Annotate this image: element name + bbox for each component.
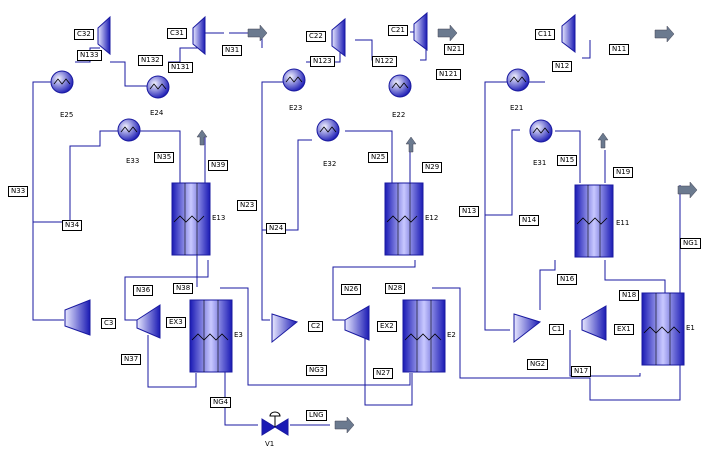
tag-E1: E1 <box>686 324 695 332</box>
label-N25: N25 <box>368 152 389 163</box>
label-N19: N19 <box>613 167 634 178</box>
label-N24: N24 <box>266 223 287 234</box>
tag-E25: E25 <box>60 111 74 119</box>
tag-E2: E2 <box>447 331 456 339</box>
label-N39: N39 <box>208 160 229 171</box>
label-N122: N122 <box>372 56 397 67</box>
tag-E33: E33 <box>126 157 140 165</box>
label-N36: N36 <box>133 285 154 296</box>
label-N21: N21 <box>444 44 465 55</box>
label-N23: N23 <box>237 200 258 211</box>
label-N133: N133 <box>77 50 102 61</box>
label-C32: C32 <box>74 29 94 40</box>
tag-E31: E31 <box>533 159 547 167</box>
cooler-E25 <box>50 70 74 94</box>
compressor-C2 <box>271 313 299 344</box>
label-N11: N11 <box>609 44 630 55</box>
tag-E11: E11 <box>616 219 630 227</box>
hx-E2 <box>402 299 446 373</box>
hx-E1 <box>641 292 685 366</box>
label-C22: C22 <box>306 31 326 42</box>
label-NG1: NG1 <box>680 238 702 249</box>
hx-E3 <box>189 299 233 373</box>
label-C31: C31 <box>167 28 187 39</box>
cooler-E24 <box>146 75 170 99</box>
compressor-C31 <box>192 15 206 56</box>
cooler-E31 <box>529 119 553 143</box>
tag-E32: E32 <box>323 160 337 168</box>
hx-E13 <box>171 182 211 256</box>
label-N13: N13 <box>459 206 480 217</box>
label-N18: N18 <box>619 290 640 301</box>
tag-E22: E22 <box>392 111 406 119</box>
label-EX2: EX2 <box>377 321 397 332</box>
label-LNG: LNG <box>306 410 327 421</box>
tag-E13: E13 <box>212 214 226 222</box>
label-N29: N29 <box>422 162 443 173</box>
label-EX3: EX3 <box>166 317 186 328</box>
compressor-C1 <box>513 313 542 344</box>
label-N37: N37 <box>121 354 142 365</box>
expander-EX2 <box>344 305 370 341</box>
label-N35: N35 <box>154 152 175 163</box>
compressor-C3 <box>64 299 91 336</box>
label-NG3: NG3 <box>306 365 328 376</box>
label-N131: N131 <box>168 62 193 73</box>
label-N28: N28 <box>385 283 406 294</box>
hx-E12 <box>384 182 424 256</box>
label-N14: N14 <box>519 215 540 226</box>
expander-EX1 <box>581 305 607 341</box>
label-N123: N123 <box>310 56 335 67</box>
label-N121: N121 <box>436 69 461 80</box>
compressor-C21 <box>413 11 428 52</box>
cooler-E21 <box>506 68 530 92</box>
label-N132: N132 <box>138 55 163 66</box>
tag-E12: E12 <box>425 214 439 222</box>
label-N27: N27 <box>373 368 394 379</box>
inlet-arrows <box>196 24 698 434</box>
cooler-E22 <box>388 74 412 98</box>
label-N26: N26 <box>341 284 362 295</box>
label-N33: N33 <box>8 186 29 197</box>
tag-E24: E24 <box>150 109 164 117</box>
label-C21: C21 <box>388 25 408 36</box>
hx-E11 <box>574 184 614 258</box>
label-C2: C2 <box>308 321 324 332</box>
label-N31: N31 <box>222 45 243 56</box>
compressor-C32 <box>97 15 111 56</box>
cooler-E32 <box>316 118 340 142</box>
label-C3: C3 <box>101 318 117 329</box>
tag-E3: E3 <box>234 331 243 339</box>
label-N38: N38 <box>173 283 194 294</box>
label-N34: N34 <box>62 220 83 231</box>
label-N17: N17 <box>571 366 592 377</box>
tag-E23: E23 <box>289 104 303 112</box>
label-EX1: EX1 <box>614 324 634 335</box>
label-NG4: NG4 <box>210 397 232 408</box>
label-N16: N16 <box>557 274 578 285</box>
compressor-C22 <box>331 17 346 58</box>
compressor-C11 <box>561 13 576 54</box>
label-N12: N12 <box>552 61 573 72</box>
cooler-E33 <box>117 118 141 142</box>
label-N15: N15 <box>557 155 578 166</box>
tag-E21: E21 <box>510 104 524 112</box>
tag-V1: V1 <box>265 440 275 448</box>
label-NG2: NG2 <box>527 359 549 370</box>
valve-V1 <box>261 411 289 436</box>
expander-EX3 <box>136 304 161 339</box>
cooler-E23 <box>282 68 306 92</box>
label-C11: C11 <box>535 29 555 40</box>
label-C1: C1 <box>549 324 565 335</box>
